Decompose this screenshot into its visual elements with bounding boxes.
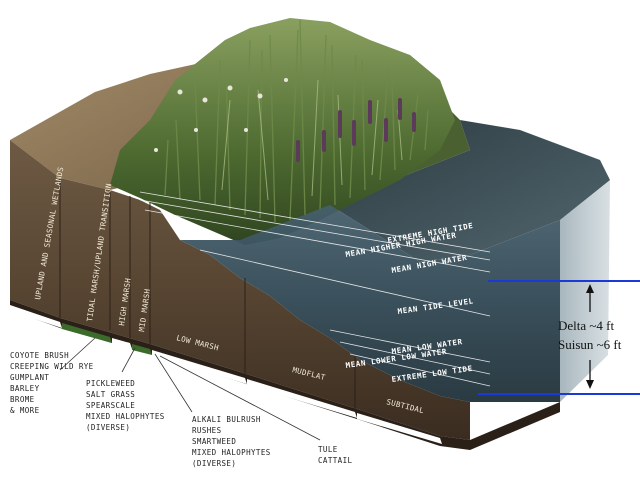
veg-upland-item: CREEPING WILD RYE (10, 362, 94, 371)
zone-dividers (59, 178, 356, 410)
water-block-side (560, 180, 610, 402)
range-arrowhead-down (586, 380, 594, 389)
range-arrowhead-up (586, 284, 594, 293)
veg-upland-item: BROME (10, 395, 35, 404)
veg-upland-item: COYOTE BRUSH (10, 351, 69, 360)
veg-high-marsh-item: (DIVERSE) (86, 423, 130, 432)
water-surface (330, 120, 610, 262)
veg-low-marsh-item: CATTAIL (318, 456, 352, 465)
vegetation-low-marsh-list: TULE CATTAIL (318, 445, 352, 465)
range-label-delta: Delta ~4 ft (558, 318, 615, 333)
veg-mid-marsh-item: ALKALI BULRUSH (192, 415, 261, 424)
water-front-face (180, 205, 560, 402)
soil-base (10, 300, 560, 450)
vegetation-upland-list: COYOTE BRUSH CREEPING WILD RYE GUMPLANT … (10, 351, 94, 415)
veg-upland-item: & MORE (10, 406, 40, 415)
range-label-suisun: Suisun ~6 ft (558, 337, 622, 352)
veg-upland-item: BARLEY (10, 384, 40, 393)
veg-mid-marsh-item: SMARTWEED (192, 437, 236, 446)
veg-mid-marsh-item: MIXED HALOPHYTES (192, 448, 271, 457)
zone-band (10, 305, 442, 444)
veg-high-marsh-item: SPEARSCALE (86, 401, 135, 410)
veg-mid-marsh-item: RUSHES (192, 426, 222, 435)
veg-low-marsh-item: TULE (318, 445, 338, 454)
tide-lines (139, 191, 491, 387)
tidal-range-indicator: Delta ~4 ft Suisun ~6 ft (478, 280, 640, 395)
veg-high-marsh-item: MIXED HALOPHYTES (86, 412, 165, 421)
vegetation-high-marsh-list: PICKLEWEED SALT GRASS SPEARSCALE MIXED H… (86, 379, 165, 432)
veg-high-marsh-item: SALT GRASS (86, 390, 135, 399)
marsh-vegetation (110, 18, 455, 245)
leader-lines (59, 337, 321, 441)
veg-upland-item: GUMPLANT (10, 373, 49, 382)
vegetation-mid-marsh-list: ALKALI BULRUSH RUSHES SMARTWEED MIXED HA… (192, 415, 271, 468)
veg-high-marsh-item: PICKLEWEED (86, 379, 135, 388)
veg-mid-marsh-item: (DIVERSE) (192, 459, 236, 468)
